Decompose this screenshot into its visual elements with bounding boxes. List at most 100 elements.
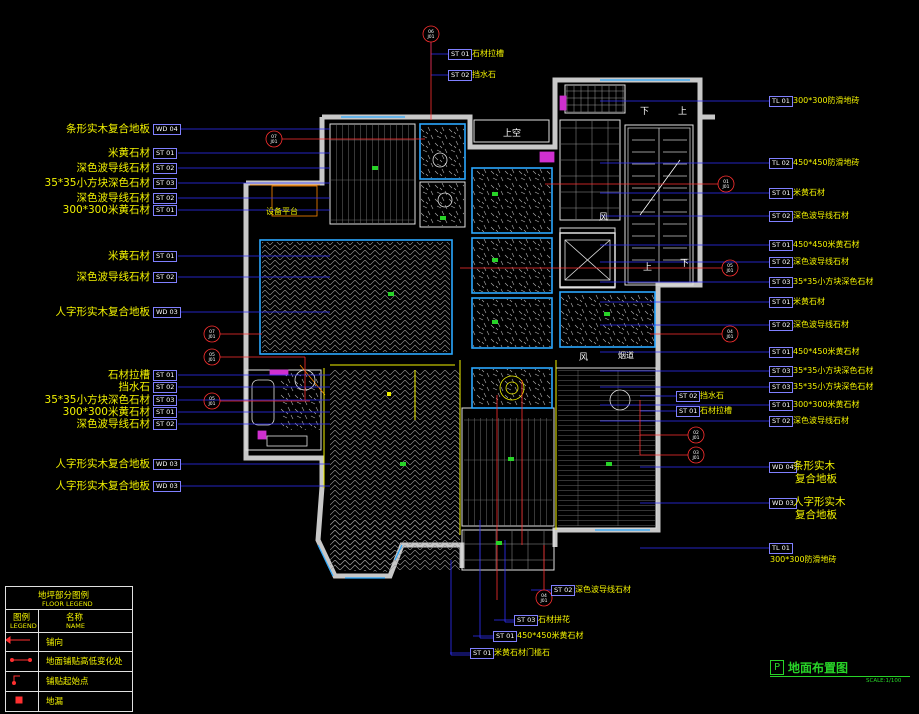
room-wind-1: 风 [599,213,609,223]
corridor-2-floor [473,239,551,292]
top-label-code: ST 02 [448,70,473,81]
right-label-code: ST 01 [769,240,794,251]
corridor-4-floor [473,369,551,407]
bedroom-top-floor [331,125,414,223]
bottom-label-code: ST 03 [514,615,539,626]
right-label-code: TL 01 [769,96,793,107]
right-label-code: ST 01 [769,188,794,199]
legend-divider [6,671,132,672]
legend-col2-en: NAME [66,622,86,630]
bottom-label-text: 石材拼花 [538,615,570,624]
room-equipment-platform: 设备平台 [266,207,298,216]
corridor-3-floor [473,299,551,347]
left-label-text: 300*300米黄石材 [62,204,150,216]
bedroom-mid-floor [464,418,552,526]
svg-text:J01: J01 [725,334,733,340]
left-label-text: 300*300米黄石材 [62,406,150,418]
elevator [559,232,616,288]
left-label-text: 人字形实木复合地板 [55,458,151,470]
svg-text:J01: J01 [539,598,547,604]
right-label-text: 深色波导线石材 [793,320,849,329]
legend-item-floor-drain: 地漏 [46,697,64,707]
leader-lines [178,42,769,656]
balcony-floor [463,531,553,569]
mid-label-code: ST 01 [676,406,701,417]
legend-divider [6,691,132,692]
legend-divider [6,651,132,652]
left-label-text: 米黄石材 [108,250,150,262]
svg-text:J01: J01 [269,139,277,145]
kitchen-floor [561,121,619,219]
bath-fixtures [251,95,631,447]
svg-text:04: 04 [727,329,733,335]
windows [317,79,690,579]
lift-down: 下 [680,259,690,269]
lift-up: 上 [643,263,653,273]
legend-symbols [5,636,32,704]
left-label-text: 深色波导线石材 [76,192,151,204]
left-label-text: 米黄石材 [108,147,150,159]
svg-text:J01: J01 [207,401,215,407]
bedroom-right-floor [558,370,655,526]
bay-window-floor [330,520,460,572]
right-label-code: ST 02 [769,416,794,427]
right-label-code: ST 01 [769,347,794,358]
section-markers [203,25,739,607]
legend-title: 地坪部分图例 [38,591,90,601]
right-label-code: ST 02 [769,257,794,268]
right-label-text: 450*450防滑地砖 [793,158,860,167]
right-label-code: ST 02 [769,320,794,331]
stair-down: 下 [640,107,650,117]
svg-text:05: 05 [209,352,215,358]
right-label-text: 35*35小方块深色石材 [793,382,874,391]
top-label-code: ST 01 [448,49,473,60]
left-label-code: WD 03 [153,481,181,492]
right-label-code: ST 01 [769,297,794,308]
left-label-code: ST 02 [153,419,178,430]
top-label-text: 石材拉槽 [472,49,504,58]
svg-text:J01: J01 [207,334,215,340]
bath-top-floor [421,125,464,178]
right-label-code: ST 03 [769,366,794,377]
left-label-text: 35*35小方块深色石材 [44,177,150,189]
bottom-label-code: ST 02 [551,585,576,596]
bottom-label-text: 米黄石材门槛石 [494,648,550,657]
svg-text:J01: J01 [691,455,699,461]
bath-right-floor [561,293,654,346]
left-label-code: ST 01 [153,148,178,159]
left-label-code: ST 02 [153,193,178,204]
left-label-code: ST 02 [153,272,178,283]
right-label-text: 35*35小方块深色石材 [793,366,874,375]
title-letter: P [770,660,784,675]
room-elevator-void: 上空 [503,129,522,139]
legend-item-start-point: 铺贴起始点 [46,677,89,687]
svg-text:J01: J01 [725,268,733,274]
left-label-code: ST 01 [153,205,178,216]
drawing-scale: SCALE:1/100 [866,678,902,684]
right-label-code: ST 03 [769,382,794,393]
bottom-label-text: 深色波导线石材 [575,585,631,594]
legend-divider [6,609,132,610]
legend-item-direction: 铺向 [46,638,64,648]
mid-label-code: ST 02 [676,391,701,402]
right-label-text: 深色波导线石材 [793,211,849,220]
bottom-label-code: ST 01 [470,648,495,659]
left-label-code: ST 02 [153,163,178,174]
right-multi-line1: 人字形实木 [793,496,846,508]
left-label-code: ST 01 [153,251,178,262]
right-label-text: 深色波导线石材 [793,257,849,266]
right-label-code: ST 01 [769,400,794,411]
left-label-code: WD 04 [153,124,181,135]
svg-text:05: 05 [209,396,215,402]
bottom-label-text: 450*450米黄石材 [517,631,584,640]
right-label-text: 300*300防滑地砖 [793,96,860,105]
mid-label-text: 石材拉槽 [700,406,732,415]
svg-text:03: 03 [693,450,699,456]
legend-col-divider [38,609,39,711]
left-label-text: 深色波导线石材 [76,162,151,174]
left-label-text: 深色波导线石材 [76,271,151,283]
floor-legend: 地坪部分图例 FLOOR LEGEND 图例 LEGEND 名称 NAME 铺向… [5,586,133,712]
border-lines [259,123,656,409]
right-label-text: 35*35小方块深色石材 [793,277,874,286]
right-multi-code: WD 04 [769,462,797,473]
